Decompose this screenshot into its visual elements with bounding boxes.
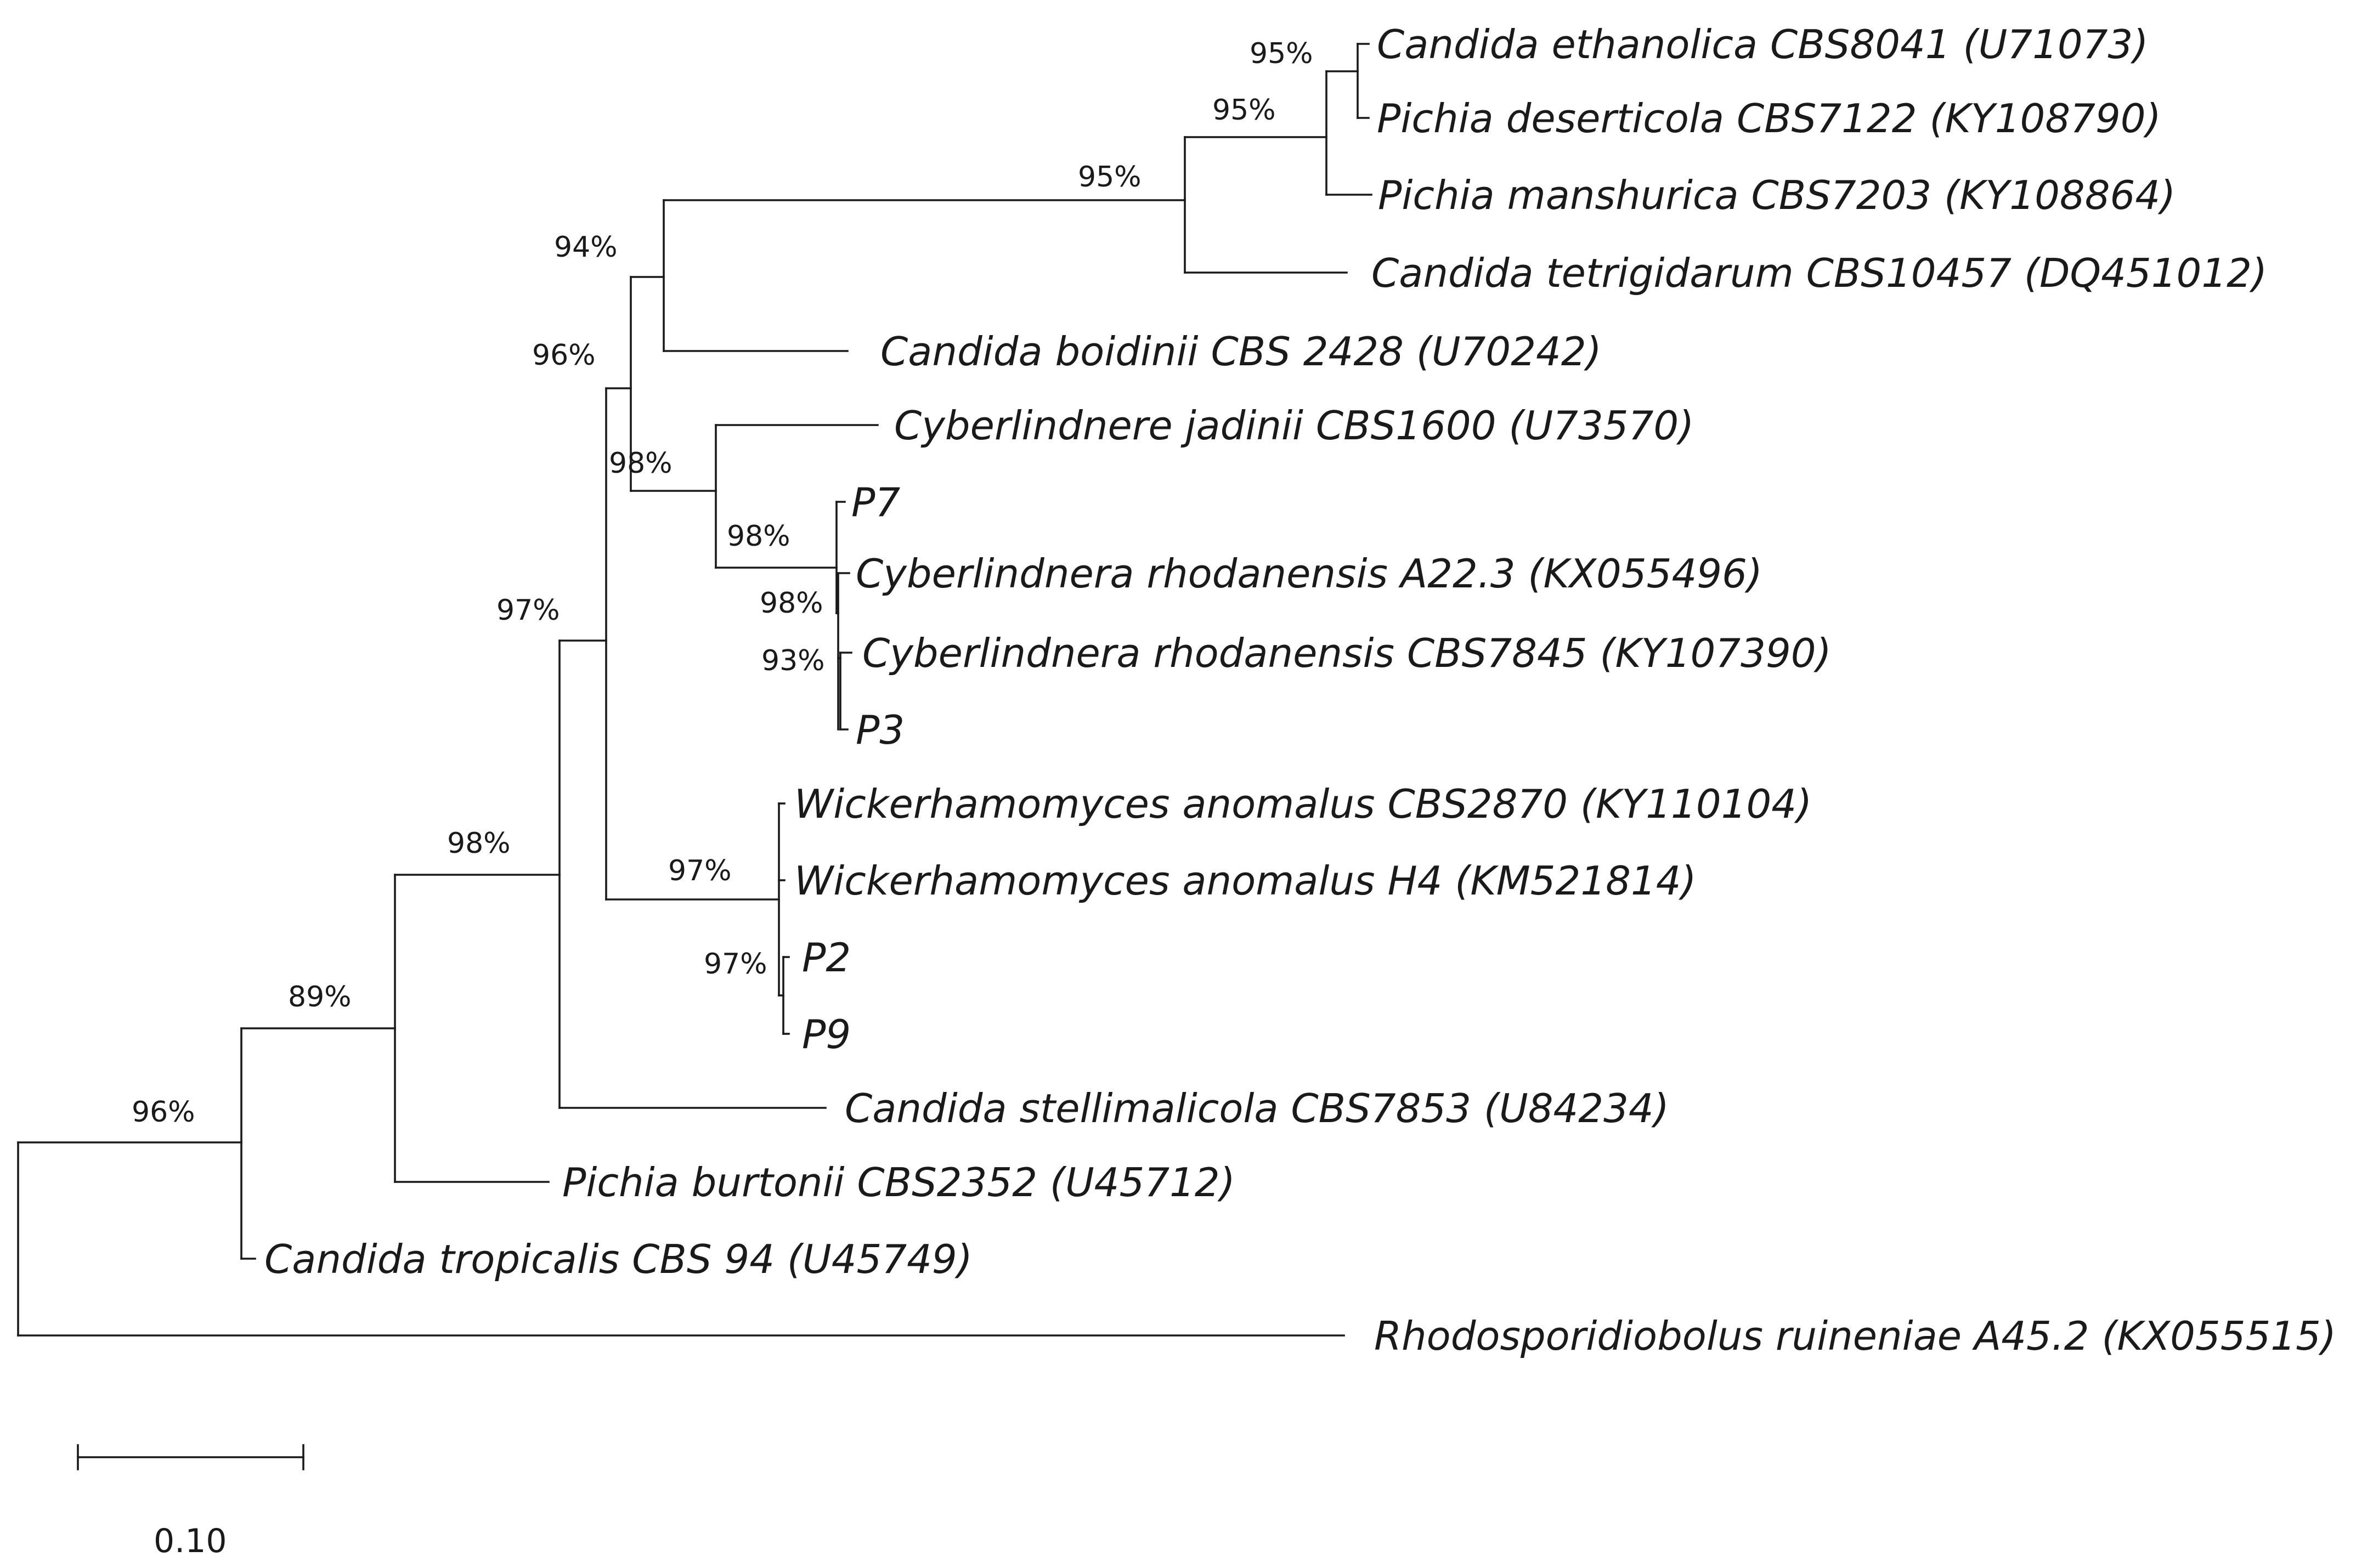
bootstrap-value: 98% [447, 827, 511, 860]
scale-bar-label: 0.10 [154, 1522, 227, 1560]
taxon-label: Pichia burtonii CBS2352 (U45712) [562, 1159, 1235, 1205]
bootstrap-value: 97% [668, 854, 732, 887]
bootstrap-value: 97% [704, 948, 767, 981]
taxon-label: Wickerhamomyces anomalus CBS2870 (KY1101… [794, 781, 1812, 827]
bootstrap-value: 98% [760, 587, 823, 620]
taxon-label: Cyberlindnera rhodanensis A22.3 (KX05549… [856, 551, 1762, 597]
taxon-label: P2 [802, 935, 851, 981]
bootstrap-value: 98% [727, 520, 790, 553]
tree-branches [17, 43, 1372, 1470]
taxon-labels: Candida ethanolica CBS8041 (U71073) Pich… [264, 21, 2336, 1359]
taxon-label: Wickerhamomyces anomalus H4 (KM521814) [794, 858, 1697, 904]
bootstrap-value: 96% [532, 339, 596, 372]
bootstrap-value: 94% [554, 231, 618, 264]
taxon-label: Pichia manshurica CBS7203 (KY108864) [1378, 172, 2176, 218]
taxon-label: Cyberlindnere jadinii CBS1600 (U73570) [894, 403, 1694, 449]
taxon-label: Candida stellimalicola CBS7853 (U84234) [845, 1085, 1669, 1131]
taxon-label: Candida boidinii CBS 2428 (U70242) [880, 329, 1602, 375]
taxon-label: P3 [856, 707, 905, 753]
bootstrap-value: 89% [288, 981, 352, 1014]
taxon-label: Candida tetrigidarum CBS10457 (DQ451012) [1371, 250, 2267, 296]
bootstrap-value: 95% [1078, 161, 1142, 194]
taxon-label: Rhodosporidiobolus ruineniae A45.2 (KX05… [1374, 1313, 2336, 1359]
bootstrap-value: 97% [496, 594, 560, 627]
bootstrap-value: 95% [1212, 94, 1276, 127]
support-values: 95% 95% 95% 94% 96% 98% 98% 98% 93% 97% … [132, 37, 1313, 1129]
taxon-label: Cyberlindnera rhodanensis CBS7845 (KY107… [862, 630, 1832, 676]
bootstrap-value: 98% [609, 447, 673, 480]
bootstrap-value: 95% [1250, 37, 1313, 70]
taxon-label: P7 [851, 479, 900, 525]
bootstrap-value: 93% [761, 644, 825, 677]
taxon-label: Candida tropicalis CBS 94 (U45749) [264, 1236, 973, 1282]
bootstrap-value: 96% [132, 1096, 195, 1129]
taxon-label: Pichia deserticola CBS7122 (KY108790) [1377, 95, 2161, 141]
taxon-label: P9 [802, 1011, 851, 1057]
taxon-label: Candida ethanolica CBS8041 (U71073) [1377, 21, 2148, 67]
